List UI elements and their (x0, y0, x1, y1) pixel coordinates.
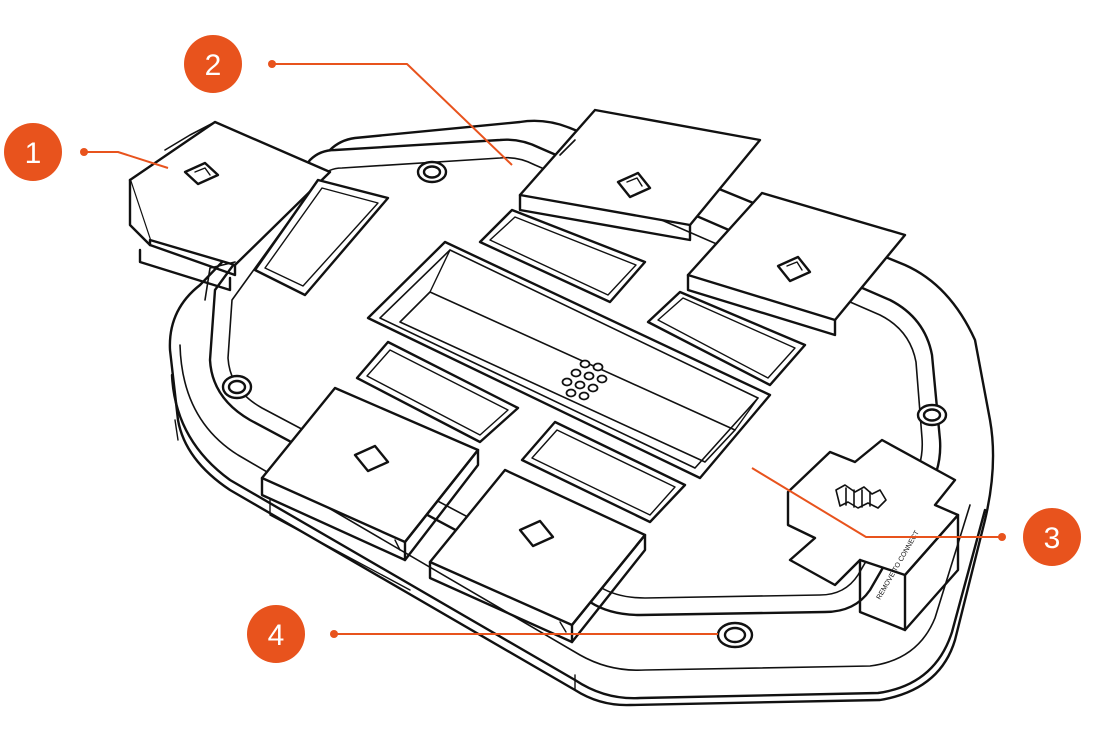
terminal-top-connector (518, 108, 762, 242)
leader-dot-1 (80, 148, 88, 156)
terminal-right-connector (786, 438, 960, 632)
leader-dot-2 (268, 60, 276, 68)
terminal-top-right-connector (686, 191, 907, 337)
base-plate-rim-inner (179, 344, 971, 672)
leader-line-2 (272, 63, 513, 166)
leader-line-1 (84, 151, 169, 169)
leader-dot-3 (998, 533, 1006, 541)
mounting-hole-bottom (716, 621, 754, 649)
power-module-icon: REMOVE TO CONNECT (128, 108, 995, 707)
terminal-bottom-left-connector (260, 386, 480, 562)
callout-badge-2: 2 (184, 35, 242, 93)
leader-line-3 (751, 467, 1002, 538)
callout-badge-3: 3 (1023, 508, 1081, 566)
terminal-bottom-mid-connector (428, 468, 647, 644)
pad-mid-right (646, 290, 807, 387)
leader-dot-4 (330, 630, 338, 638)
callout-badge-4: 4 (247, 605, 305, 663)
arrow-mark-icon (835, 484, 887, 509)
mounting-hole-left (221, 374, 253, 400)
central-window (366, 240, 772, 480)
callout-label-3: 3 (1044, 522, 1061, 555)
base-plate-rim (170, 373, 987, 700)
pin-dot-cluster (561, 359, 608, 401)
mounting-hole-top (416, 160, 448, 184)
pad-lower-right (520, 420, 687, 524)
recessed-pad-left (253, 178, 390, 297)
callout-label-2: 2 (205, 49, 222, 82)
callout-badge-1: 1 (4, 123, 62, 181)
callout-leaders (84, 63, 1002, 635)
callout-label-1: 1 (25, 137, 42, 170)
mounting-hole-right (916, 403, 948, 427)
callout-label-4: 4 (268, 619, 285, 652)
callout-leader-dots (80, 60, 1006, 638)
terminal-left-connector (128, 120, 332, 292)
pad-mid-left (478, 208, 647, 304)
pad-lower-left (355, 340, 520, 444)
